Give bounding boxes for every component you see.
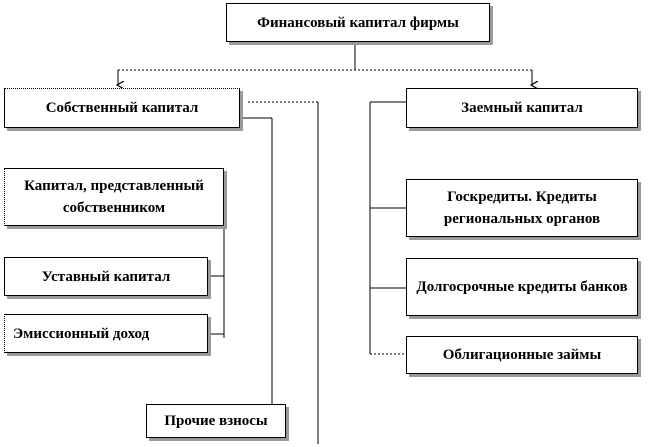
- state-credits-node: Госкредиты. Кредиты региональных органов: [406, 179, 638, 237]
- other-contributions-node: Прочие взносы: [146, 404, 286, 438]
- borrowed-capital-label: Заемный капитал: [461, 100, 583, 116]
- borrowed-capital-node: Заемный капитал: [406, 88, 638, 128]
- equity-capital-label: Собственный капитал: [45, 100, 199, 116]
- other-contributions-label: Прочие взносы: [164, 413, 268, 429]
- emission-income-label: Эмиссионный доход: [13, 325, 150, 342]
- state-credits-label: Госкредиты. Кредиты региональных органов: [443, 189, 601, 227]
- bond-loans-label: Облигационные займы: [442, 347, 602, 363]
- bond-loans-node: Облигационные займы: [406, 336, 638, 374]
- owner-capital-label: Капитал, представленный собственником: [24, 178, 204, 216]
- emission-income-node: Эмиссионный доход: [4, 314, 208, 353]
- equity-capital-node: Собственный капитал: [4, 88, 240, 128]
- authorized-capital-node: Уставный капитал: [4, 257, 208, 296]
- root-node-label: Финансовый капитал фирмы: [257, 14, 459, 31]
- long-term-loans-node: Долгосрочные кредиты банков: [406, 258, 638, 316]
- owner-capital-node: Капитал, представленный собственником: [4, 168, 224, 226]
- root-node: Финансовый капитал фирмы: [226, 3, 490, 42]
- long-term-loans-label: Долгосрочные кредиты банков: [416, 279, 628, 295]
- authorized-capital-label: Уставный капитал: [41, 268, 171, 285]
